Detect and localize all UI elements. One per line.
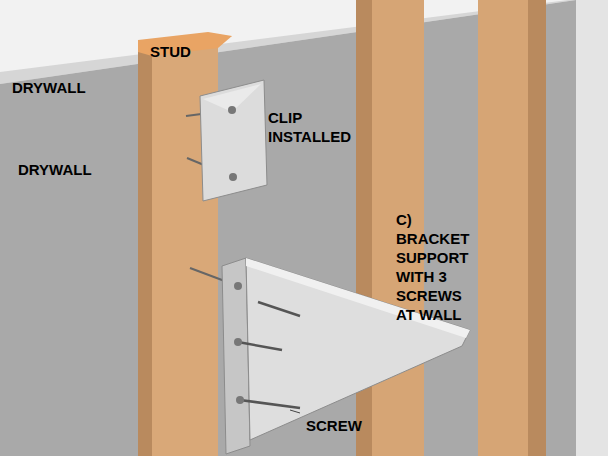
leader-line: [290, 410, 300, 413]
screw-head: [234, 282, 242, 290]
wall-edge: [576, 0, 608, 456]
stud-side: [528, 0, 546, 456]
drywall-label: DRYWALL: [12, 78, 112, 97]
bracket-back-plate: [222, 258, 250, 454]
stud-face: [478, 0, 528, 456]
screw-label: SCREW: [306, 416, 396, 435]
screw-head: [236, 396, 244, 404]
bracket-screws: [238, 302, 300, 408]
screw-head: [229, 173, 237, 181]
clip-label: CLIP INSTALLED: [268, 108, 358, 146]
stud-label: STUD: [150, 42, 220, 61]
drywall-panel: [0, 0, 576, 456]
stud-side: [138, 50, 152, 456]
drywall-label: DRYWALL: [18, 160, 118, 179]
bracket-label: C) BRACKET SUPPORT WITH 3 SCREWS AT WALL: [396, 210, 481, 324]
screw-head: [234, 338, 242, 346]
screw-head: [228, 106, 236, 114]
clip: [200, 80, 267, 201]
